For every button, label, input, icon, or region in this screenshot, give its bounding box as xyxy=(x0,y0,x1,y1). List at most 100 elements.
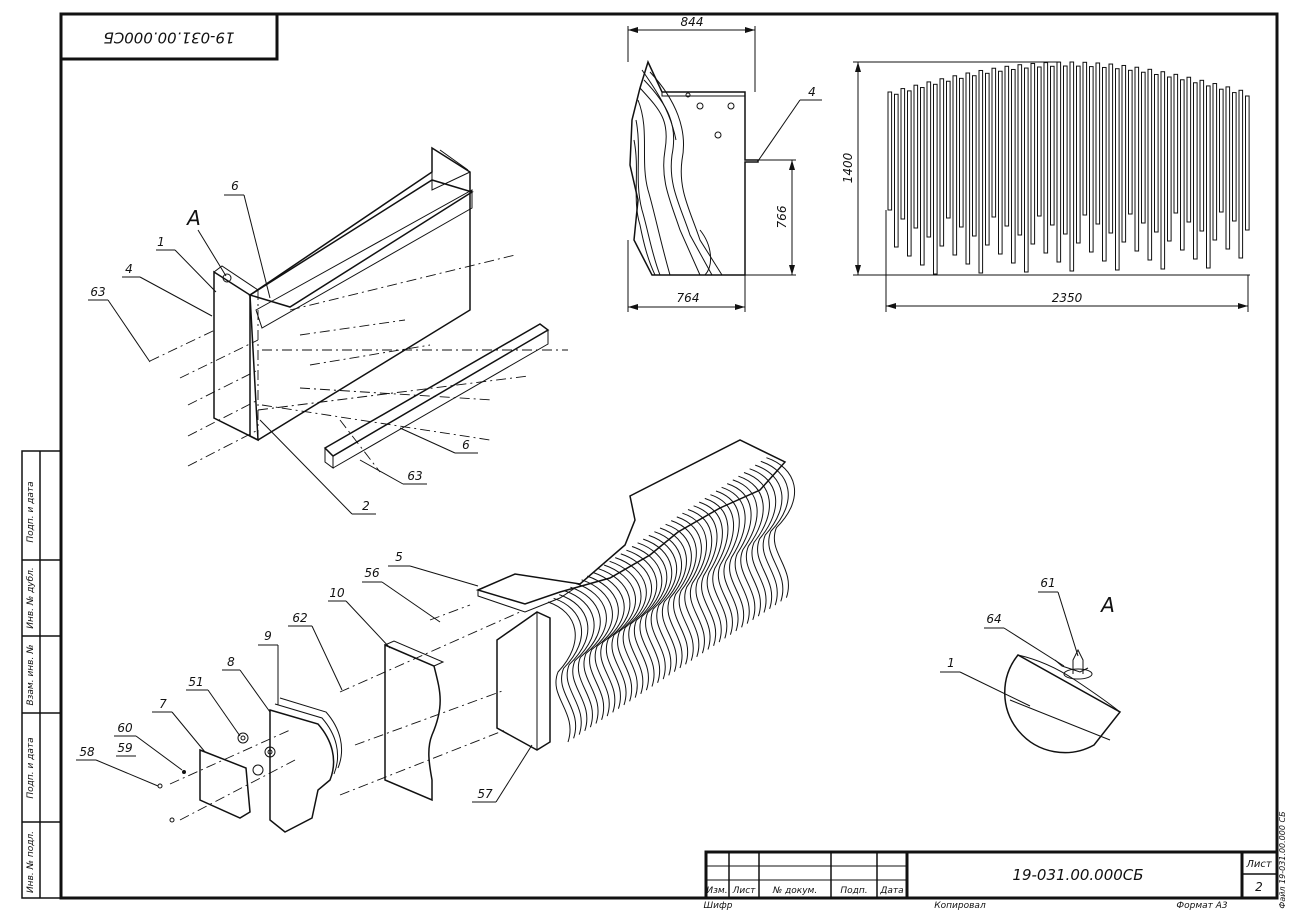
front-slat xyxy=(1206,85,1211,269)
wave-slat xyxy=(620,553,652,695)
front-slat xyxy=(1076,65,1081,244)
wave-slat xyxy=(603,564,636,706)
side-strip-label-2: Инв. № дубл. xyxy=(26,567,36,629)
front-slat xyxy=(1219,88,1224,213)
front-slat xyxy=(939,78,945,247)
wave-slat xyxy=(637,542,668,683)
wave-slat xyxy=(682,512,707,654)
wave-slat xyxy=(587,575,619,717)
detail-callout-61: 61 xyxy=(1040,576,1055,590)
front-slat xyxy=(1115,68,1120,271)
front-view: 1400 2350 xyxy=(841,61,1250,312)
front-slat xyxy=(1095,62,1101,225)
front-slat xyxy=(959,77,964,228)
front-slat xyxy=(998,70,1003,255)
callout-4-side: 4 xyxy=(808,85,816,99)
col-doc: № докум. xyxy=(772,886,817,896)
top-code-box xyxy=(59,12,279,61)
callout-62: 62 xyxy=(292,611,307,625)
callout-7: 7 xyxy=(159,697,167,711)
wave-slat xyxy=(564,590,595,732)
counter-assembly: 5 56 10 62 9 8 51 7 60 59 58 57 xyxy=(76,439,795,833)
front-slat xyxy=(1017,64,1023,236)
front-slat xyxy=(1167,76,1172,242)
callout-59: 59 xyxy=(117,741,132,755)
front-slat xyxy=(913,84,919,229)
detail-a: А 61 64 1 xyxy=(940,576,1122,754)
detail-callout-64: 64 xyxy=(986,612,1001,626)
front-slat xyxy=(978,69,984,274)
wave-slat xyxy=(715,490,740,632)
front-slat xyxy=(1238,89,1244,259)
front-slat xyxy=(972,75,977,237)
wave-slat xyxy=(687,509,713,650)
front-slat xyxy=(926,81,932,238)
front-slat xyxy=(1082,61,1088,216)
front-slat xyxy=(1212,83,1218,241)
detail-callout-1: 1 xyxy=(947,656,955,670)
front-slat xyxy=(1004,65,1010,227)
dim-2350: 2350 xyxy=(1052,291,1083,305)
front-slat xyxy=(1102,66,1107,262)
front-slat xyxy=(1030,62,1036,245)
front-slat xyxy=(1180,79,1185,251)
front-slat xyxy=(1193,82,1198,260)
col-date: Дата xyxy=(879,886,903,896)
wave-slat xyxy=(671,520,697,661)
front-slat xyxy=(1173,73,1179,214)
front-slat xyxy=(1154,73,1159,233)
sheet-label: Лист xyxy=(1245,859,1273,870)
wave-slat xyxy=(755,464,783,606)
callout-58: 58 xyxy=(79,745,95,759)
front-slat xyxy=(920,87,925,266)
callout-56: 56 xyxy=(364,566,380,580)
detail-a-label: А xyxy=(1099,593,1115,617)
wave-slat xyxy=(665,523,692,665)
wave-slat xyxy=(699,501,723,643)
callout-57: 57 xyxy=(477,787,493,801)
front-slat xyxy=(933,83,938,275)
callout-9: 9 xyxy=(264,629,272,643)
front-slat xyxy=(1043,62,1049,254)
top-code-text: 19-031.00.000СБ xyxy=(103,29,234,47)
front-slat xyxy=(900,88,906,220)
side-strip-label-1: Подп. и дата xyxy=(26,481,36,542)
title-block: Изм. Лист № докум. Подп. Дата 19-031.00.… xyxy=(704,811,1287,911)
front-slat xyxy=(1050,65,1055,226)
side-file-label: Файл 19-031.00.000 СБ xyxy=(1278,811,1287,909)
wave-slat xyxy=(643,538,673,680)
front-slat xyxy=(1011,68,1016,264)
wave-slat xyxy=(553,597,582,739)
cipher-label: Шифр xyxy=(704,901,733,911)
callout-10: 10 xyxy=(329,586,345,600)
wave-slat xyxy=(547,601,576,743)
wave-slats xyxy=(547,457,795,743)
front-slat xyxy=(1134,66,1140,252)
front-slat xyxy=(907,90,912,257)
format-label: Формат А3 xyxy=(1176,901,1228,911)
wave-slat xyxy=(581,579,613,720)
wave-slat xyxy=(648,534,678,676)
wave-slat xyxy=(760,460,789,602)
wave-slat xyxy=(626,549,658,691)
front-slats xyxy=(887,61,1250,275)
wave-slat xyxy=(749,468,777,609)
wave-slat xyxy=(704,497,729,639)
frame-assembly: А 1 4 63 6 6 63 2 xyxy=(88,146,568,515)
front-slat xyxy=(1160,71,1166,270)
front-slat xyxy=(887,91,893,211)
front-slat xyxy=(965,72,971,265)
wave-slat xyxy=(693,505,718,646)
front-slat xyxy=(1056,61,1062,263)
wave-slat xyxy=(721,486,746,628)
callout-2: 2 xyxy=(362,499,370,513)
callout-60: 60 xyxy=(117,721,133,735)
front-slat xyxy=(1128,69,1133,215)
front-slat xyxy=(985,72,990,246)
wave-slat xyxy=(766,457,795,598)
front-slat xyxy=(1089,66,1094,253)
wave-slat xyxy=(615,557,647,698)
wave-slat xyxy=(727,483,752,624)
view-a-label: А xyxy=(185,206,201,230)
